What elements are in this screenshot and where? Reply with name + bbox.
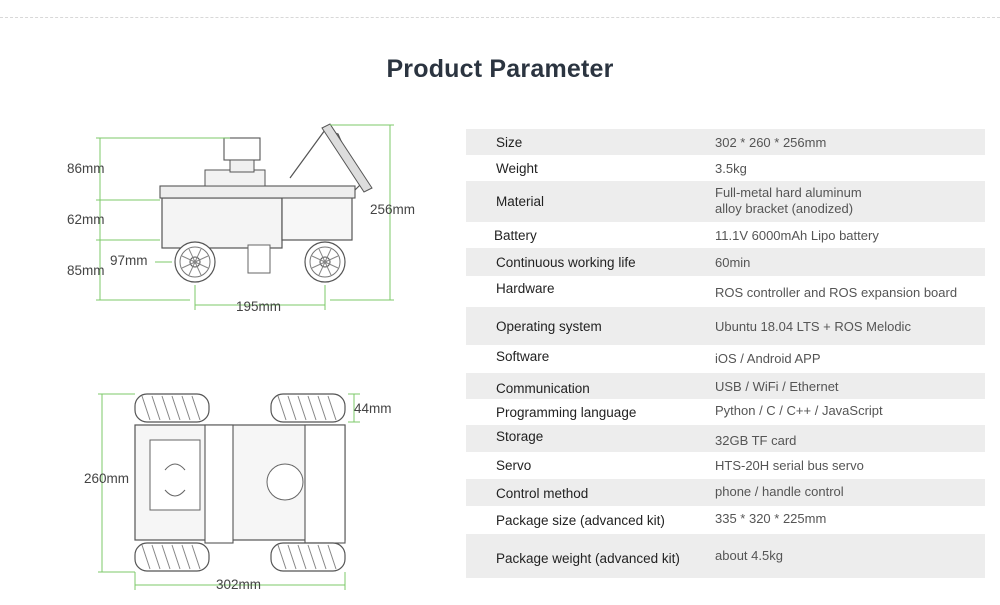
dim-label: 195mm	[236, 299, 282, 314]
spec-label: Software	[496, 349, 550, 364]
dim-label: 44mm	[354, 401, 392, 416]
page-title: Product Parameter	[386, 55, 614, 83]
spec-label: Battery	[494, 228, 537, 243]
dim-label: 260mm	[84, 471, 130, 486]
spec-row: Hardware ROS controller and ROS expansio…	[466, 276, 985, 307]
spec-row: Battery 11.1V 6000mAh Lipo battery	[466, 222, 985, 248]
spec-value: 32GB TF card	[715, 433, 797, 448]
spec-label: Servo	[496, 458, 532, 473]
spec-value: HTS-20H serial bus servo	[715, 458, 864, 473]
spec-label: Package size (advanced kit)	[496, 513, 665, 528]
spec-row: Size 302 * 260 * 256mm	[466, 129, 985, 155]
top-divider	[0, 17, 1000, 18]
spec-row: Material Full-metal hard aluminum alloy …	[466, 181, 985, 222]
spec-value: 11.1V 6000mAh Lipo battery	[715, 228, 879, 243]
spec-row: Communication USB / WiFi / Ethernet	[466, 373, 985, 399]
spec-value: 3.5kg	[715, 161, 747, 176]
spec-value: about 4.5kg	[715, 548, 783, 563]
spec-row: Software iOS / Android APP	[466, 345, 985, 373]
top-view-drawing	[98, 393, 360, 590]
dim-label: 256mm	[370, 202, 416, 217]
spec-value: ROS controller and ROS expansion board	[715, 285, 958, 300]
spec-row: Weight 3.5kg	[466, 155, 985, 181]
spec-row: Package weight (advanced kit) about 4.5k…	[466, 534, 985, 578]
spec-label: Package weight (advanced kit)	[496, 551, 680, 566]
spec-label: Hardware	[496, 281, 555, 296]
spec-value: Python / C / C++ / JavaScript	[715, 403, 883, 418]
side-view-drawing	[96, 123, 394, 310]
spec-row: Storage 32GB TF card	[466, 425, 985, 452]
spec-value: Ubuntu 18.04 LTS + ROS Melodic	[715, 319, 911, 334]
spec-label: Storage	[496, 429, 544, 444]
spec-label: Material	[496, 194, 545, 209]
spec-row: Control method phone / handle control	[466, 479, 985, 506]
spec-label: Programming language	[496, 405, 637, 420]
dim-label: 302mm	[216, 577, 262, 592]
spec-row: Continuous working life 60min	[466, 248, 985, 276]
spec-row: Operating system Ubuntu 18.04 LTS + ROS …	[466, 307, 985, 345]
spec-row: Package size (advanced kit) 335 * 320 * …	[466, 506, 985, 534]
spec-value: alloy bracket (anodized)	[715, 201, 854, 216]
spec-value: USB / WiFi / Ethernet	[715, 379, 839, 394]
spec-label: Weight	[496, 161, 538, 176]
spec-value: 302 * 260 * 256mm	[715, 135, 827, 150]
dim-label: 62mm	[67, 212, 105, 227]
spec-label: Continuous working life	[496, 255, 636, 270]
spec-value: phone / handle control	[715, 484, 844, 499]
dim-label: 97mm	[110, 253, 148, 268]
spec-label: Operating system	[496, 319, 602, 334]
dim-label: 86mm	[67, 161, 105, 176]
spec-row: Programming language Python / C / C++ / …	[466, 399, 985, 425]
spec-label: Control method	[496, 486, 589, 501]
spec-row: Servo HTS-20H serial bus servo	[466, 452, 985, 479]
spec-label: Communication	[496, 381, 590, 396]
spec-value: 60min	[715, 255, 751, 270]
spec-value: 335 * 320 * 225mm	[715, 511, 827, 526]
spec-value: iOS / Android APP	[715, 351, 821, 366]
robot-drawings	[96, 123, 394, 590]
dim-label: 85mm	[67, 263, 105, 278]
spec-value: Full-metal hard aluminum	[715, 185, 862, 200]
spec-label: Size	[496, 135, 523, 150]
